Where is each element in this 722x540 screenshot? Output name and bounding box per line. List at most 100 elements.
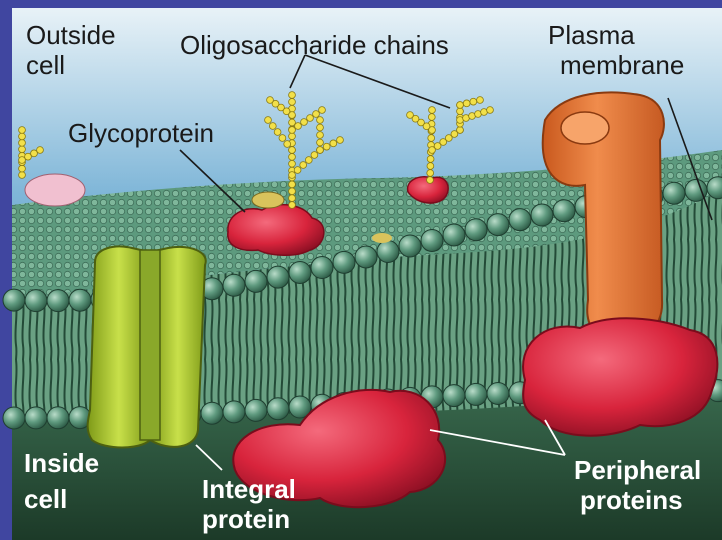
sugar-bead <box>317 124 324 131</box>
sugar-bead <box>428 114 435 121</box>
glycoprotein-label: Glycoprotein <box>68 118 214 148</box>
integral-protein-line2: protein <box>202 504 296 534</box>
sugar-bead <box>305 157 312 164</box>
phospholipid-head <box>487 214 509 236</box>
phospholipid-head <box>47 290 69 312</box>
sugar-bead <box>427 170 434 177</box>
phospholipid-head <box>3 407 25 429</box>
phospholipid-head <box>399 235 421 257</box>
sugar-bead <box>19 127 26 134</box>
plasma-membrane-line2: membrane <box>548 50 684 80</box>
sugar-bead <box>407 112 414 119</box>
integral-protein-line1: Integral <box>202 474 296 504</box>
phospholipid-head <box>47 407 69 429</box>
phospholipid-head <box>443 224 465 246</box>
phospholipid-head <box>531 204 553 226</box>
sugar-bead <box>289 92 296 99</box>
sugar-bead <box>19 172 26 179</box>
sugar-bead <box>319 107 326 114</box>
sugar-bead <box>317 132 324 139</box>
oligosaccharide-chains-label: Oligosaccharide chains <box>180 30 449 60</box>
sugar-bead <box>330 140 337 147</box>
phospholipid-head <box>25 290 47 312</box>
inside-cell-label: Inside cell <box>24 448 99 514</box>
sugar-bead <box>19 139 26 146</box>
sugar-bead <box>19 133 26 140</box>
sugar-bead <box>457 127 464 134</box>
sugar-bead <box>284 141 291 148</box>
sugar-bead <box>428 135 435 142</box>
sugar-bead <box>289 133 296 140</box>
sugar-bead <box>317 117 324 124</box>
sugar-bead <box>289 202 296 209</box>
sugar-bead <box>301 119 308 126</box>
sugar-bead <box>274 129 281 136</box>
phospholipid-head <box>69 289 91 311</box>
phospholipid-head <box>223 401 245 423</box>
sugar-bead <box>470 98 477 105</box>
sugar-bead <box>317 139 324 146</box>
phospholipid-head <box>311 257 333 279</box>
sugar-bead <box>19 165 26 172</box>
sugar-bead <box>289 172 296 179</box>
sugar-bead <box>477 97 484 104</box>
sugar-bead <box>457 108 464 115</box>
sugar-bead <box>267 97 274 104</box>
plasma-membrane-line1: Plasma <box>548 20 684 50</box>
phospholipid-head <box>223 274 245 296</box>
sugar-bead <box>289 98 296 105</box>
sugar-bead <box>427 177 434 184</box>
integral-protein-shape <box>88 247 206 448</box>
sugar-bead <box>37 147 44 154</box>
phospholipid-head <box>443 385 465 407</box>
sugar-bead <box>427 163 434 170</box>
sugar-bead <box>269 123 276 130</box>
phospholipid-head <box>267 266 289 288</box>
sugar-bead <box>289 160 296 167</box>
sugar-bead <box>487 107 494 114</box>
phospholipid-head <box>289 261 311 283</box>
sugar-bead <box>300 162 307 169</box>
sugar-bead <box>427 156 434 163</box>
phospholipid-head <box>509 209 531 231</box>
sugar-bead <box>289 127 296 134</box>
outside-cell-label: Outside cell <box>26 20 116 80</box>
phospholipid-head <box>333 251 355 273</box>
phospholipid-head <box>465 219 487 241</box>
plasma-membrane-label: Plasma membrane <box>548 20 684 80</box>
sugar-bead <box>279 135 286 142</box>
sugar-bead <box>289 181 296 188</box>
peripheral-proteins-label: Peripheral proteins <box>574 455 701 515</box>
sugar-bead <box>307 115 314 122</box>
peripheral-proteins-line2: proteins <box>574 485 701 515</box>
phospholipid-head <box>245 270 267 292</box>
phospholipid-head <box>421 229 443 251</box>
phospholipid-head <box>377 241 399 263</box>
outside-cell-line1: Outside <box>26 20 116 50</box>
sugar-bead <box>323 143 330 150</box>
phospholipid-head <box>3 289 25 311</box>
sugar-bead <box>289 195 296 202</box>
sugar-bead <box>265 117 272 124</box>
sugar-bead <box>295 123 302 130</box>
sugar-bead <box>463 100 470 107</box>
phospholipid-head <box>663 182 685 204</box>
phospholipid-head <box>267 398 289 420</box>
sugar-bead <box>19 146 26 153</box>
phospholipid-head <box>553 200 575 222</box>
sugar-bead <box>429 107 436 114</box>
phospholipid-head <box>245 399 267 421</box>
outside-cell-line2: cell <box>26 50 116 80</box>
sugar-bead <box>317 147 324 154</box>
sugar-bead <box>289 147 296 154</box>
phospholipid-head <box>487 382 509 404</box>
sugar-bead <box>313 111 320 118</box>
phospholipid-head <box>465 383 487 405</box>
phospholipid-head <box>201 402 223 424</box>
sugar-bead <box>457 102 464 109</box>
integral-protein-label: Integral protein <box>202 474 296 534</box>
sugar-bead <box>294 167 301 174</box>
inside-cell-line1: Inside <box>24 448 99 478</box>
peripheral-proteins-line1: Peripheral <box>574 455 701 485</box>
sugar-bead <box>337 137 344 144</box>
